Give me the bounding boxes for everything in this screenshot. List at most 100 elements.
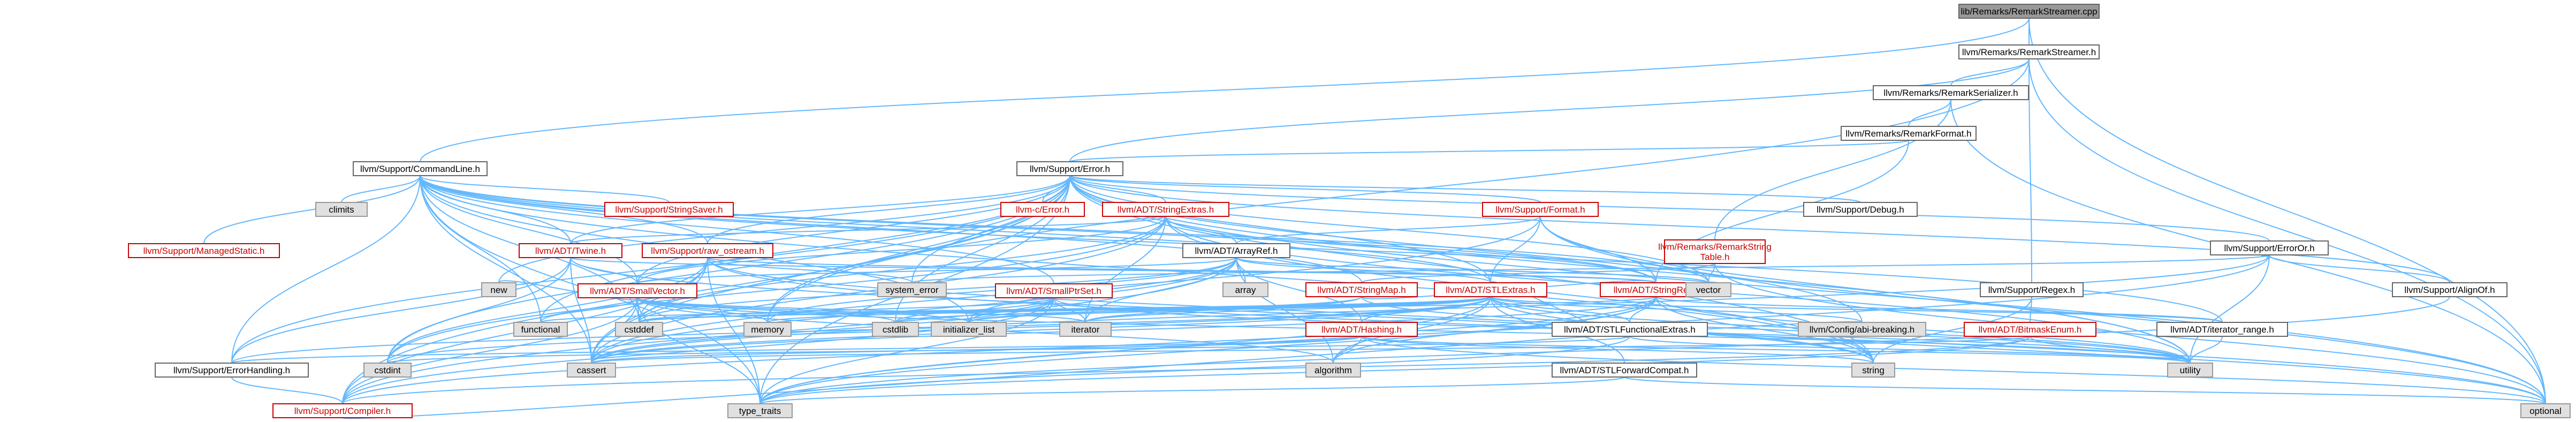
node-box	[1434, 282, 1547, 297]
node-erroror[interactable]: llvm/Support/ErrorOr.h	[2210, 240, 2329, 255]
node-vector: vector	[1685, 282, 1731, 297]
node-box	[1000, 202, 1085, 217]
node-label: system_error	[885, 285, 939, 295]
node-hashing[interactable]: llvm/ADT/Hashing.h	[1305, 322, 1418, 337]
edge-smallvec-to-compiler	[342, 297, 638, 404]
node-iterrange[interactable]: llvm/ADT/iterator_range.h	[2156, 322, 2288, 337]
edge-arrayref-to-array	[1236, 257, 1246, 283]
edge-errh-to-compiler	[231, 376, 343, 404]
node-arrayref[interactable]: llvm/ADT/ArrayRef.h	[1182, 243, 1290, 258]
node-box	[363, 363, 412, 378]
node-label: string	[1862, 365, 1884, 375]
node-sysErr: system_error	[877, 282, 947, 297]
node-box	[513, 322, 568, 337]
node-twine[interactable]: llvm/ADT/Twine.h	[519, 243, 622, 258]
edge-twine-to-errh	[231, 257, 571, 364]
edge-format-to-utility	[1540, 216, 2191, 364]
node-box	[155, 363, 309, 378]
node-alignof[interactable]: llvm/Support/AlignOf.h	[2392, 282, 2507, 297]
node-box	[1685, 282, 1731, 297]
node-label: array	[1235, 285, 1256, 295]
node-label: llvm/Support/CommandLine.h	[360, 164, 480, 174]
node-box	[615, 322, 663, 337]
node-box	[1182, 243, 1290, 258]
edge-strext-to-cstdint	[387, 216, 1166, 364]
edge-stlfunc-to-typetraits	[759, 336, 1630, 404]
node-label: llvm/ADT/StringRef.h	[1614, 285, 1699, 295]
node-rs_h[interactable]: llvm/Remarks/RemarkStreamer.h	[1958, 44, 2100, 59]
node-label: llvm/ADT/BitmaskEnum.h	[1979, 325, 2082, 335]
node-root[interactable]: lib/Remarks/RemarkStreamer.cpp	[1958, 4, 2100, 19]
node-label: llvm/Remarks/RemarkStreamer.h	[1962, 47, 2096, 57]
node-bitmask[interactable]: llvm/ADT/BitmaskEnum.h	[1964, 322, 2096, 337]
node-debug[interactable]: llvm/Support/Debug.h	[1803, 202, 1918, 217]
node-box	[1803, 202, 1918, 217]
node-smallvec[interactable]: llvm/ADT/SmallVector.h	[577, 283, 697, 298]
edge-cmdline-to-managed	[203, 175, 421, 244]
edge-format-to-arrayref	[1236, 216, 1541, 244]
node-stlfwd[interactable]: llvm/ADT/STLForwardCompat.h	[1552, 363, 1697, 378]
node-label: lib/Remarks/RemarkStreamer.cpp	[1961, 6, 2097, 17]
node-smallptr[interactable]: llvm/ADT/SmallPtrSet.h	[995, 283, 1113, 298]
edge-hashing-to-optional	[1361, 336, 2546, 404]
edge-error-to-erroror	[1069, 175, 2270, 242]
node-box	[1964, 322, 2096, 337]
node-box	[1958, 44, 2100, 59]
node-strext[interactable]: llvm/ADT/StringExtras.h	[1102, 202, 1229, 217]
edge-stlext-to-optional	[1490, 296, 2546, 404]
edge-root-to-optional	[2028, 18, 2546, 404]
node-label: type_traits	[739, 406, 781, 416]
node-label: new	[490, 285, 507, 295]
node-compiler[interactable]: llvm/Support/Compiler.h	[272, 403, 413, 418]
edge-hashing-to-string	[1361, 336, 1874, 364]
edge-erroror-to-utility	[2190, 254, 2270, 364]
node-regex[interactable]: llvm/Support/Regex.h	[1980, 282, 2084, 297]
node-strsaver[interactable]: llvm/Support/StringSaver.h	[604, 202, 734, 217]
node-cstdint: cstdint	[363, 363, 412, 378]
node-box	[1305, 322, 1418, 337]
edge-cmdline-to-rawos	[420, 175, 708, 244]
node-errh[interactable]: llvm/Support/ErrorHandling.h	[155, 363, 309, 378]
node-box	[1958, 4, 2100, 19]
node-label: llvm/ADT/STLFunctionalExtras.h	[1564, 325, 1696, 335]
edge-stlext-to-cassert	[591, 296, 1491, 364]
node-label: utility	[2180, 365, 2201, 375]
edge-rser-to-rfmt	[1908, 99, 1951, 127]
node-rawos[interactable]: llvm/Support/raw_ostream.h	[642, 243, 773, 258]
node-rfmt[interactable]: llvm/Remarks/RemarkFormat.h	[1841, 126, 1977, 141]
node-label: llvm/ADT/ArrayRef.h	[1195, 246, 1278, 256]
edge-rstrtab-to-optional	[1714, 263, 2546, 404]
edge-strref-to-cstddef	[639, 296, 1656, 323]
edge-rawos-to-string	[707, 257, 1874, 364]
edge-twine-to-cassert	[570, 257, 592, 364]
node-label: llvm/Support/raw_ostream.h	[651, 246, 764, 256]
node-cmdline[interactable]: llvm/Support/CommandLine.h	[353, 161, 488, 176]
node-typetraits: type_traits	[727, 403, 793, 418]
edge-smallvec-to-functional	[540, 297, 638, 323]
edge-stlfwd-to-optional	[1624, 376, 2546, 404]
node-box	[567, 363, 616, 378]
node-label: llvm/ADT/iterator_range.h	[2170, 325, 2274, 335]
node-rser[interactable]: llvm/Remarks/RemarkSerializer.h	[1873, 85, 2029, 100]
node-strmap[interactable]: llvm/ADT/StringMap.h	[1305, 282, 1418, 297]
node-stlext[interactable]: llvm/ADT/STLExtras.h	[1434, 282, 1547, 297]
node-error[interactable]: llvm/Support/Error.h	[1016, 161, 1123, 176]
node-box	[1841, 126, 1977, 141]
node-label: llvm/Remarks/RemarkSerializer.h	[1883, 88, 2018, 98]
node-box	[642, 243, 773, 258]
node-box	[353, 161, 488, 176]
edge-alignof-to-typetraits	[759, 296, 2450, 404]
node-stlfunc[interactable]: llvm/ADT/STLFunctionalExtras.h	[1552, 322, 1708, 337]
node-box	[1552, 363, 1697, 378]
node-managed[interactable]: llvm/Support/ManagedStatic.h	[128, 243, 280, 258]
node-label: memory	[751, 325, 784, 335]
node-utility: utility	[2167, 363, 2213, 378]
node-cassert: cassert	[567, 363, 616, 378]
edge-arrayref-to-smallvec	[637, 257, 1237, 284]
node-label: llvm/Support/StringSaver.h	[615, 205, 723, 215]
edge-bitmask-to-cassert	[591, 336, 2031, 364]
edge-cmdline-to-cassert	[420, 175, 592, 364]
node-format[interactable]: llvm/Support/Format.h	[1482, 202, 1599, 217]
node-cerror[interactable]: llvm-c/Error.h	[1000, 202, 1085, 217]
